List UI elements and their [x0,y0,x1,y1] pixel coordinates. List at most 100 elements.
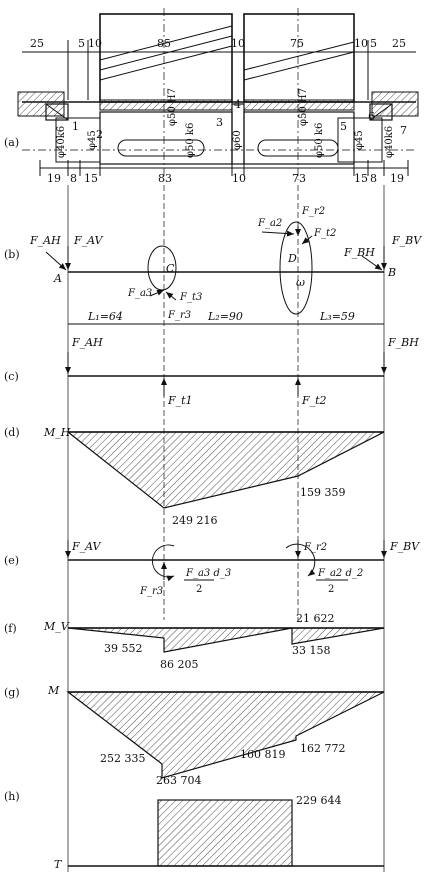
force-diagram [45,221,387,325]
force-FAV-e: F_AV [71,540,102,553]
force-FBH: F_BH [343,246,375,259]
part-2: 2 [96,128,103,141]
dim-top-2: 5 [78,37,85,50]
force-FBV-e: F_BV [389,540,420,553]
dim-top-1: 25 [30,37,44,50]
dia-6: φ50 k6 [314,123,325,158]
div-1: 2 [196,584,202,595]
force-Fr2: F_r2 [301,206,325,217]
dia-8: φ45 [354,130,365,150]
part-4: 4 [234,98,241,111]
length-L2: L₂=90 [207,310,243,323]
panel-label-g: (g) [4,686,20,699]
label-M: M [47,684,60,697]
panel-label-c: (c) [4,370,19,383]
MH-labels: (d) M_H 249 216 159 359 [4,426,346,527]
dia-5: φ60 [232,130,243,150]
vertical-forces [65,540,387,582]
length-L3: L₃=59 [319,310,355,323]
horizontal-forces-labels: (c) F_AH F_BH F_t1 F_t2 [4,336,419,407]
value-MV-D-bottom: 33 158 [292,644,331,657]
length-L1: L₁=64 [87,310,123,323]
force-Fr2-e: F_r2 [303,542,327,553]
dia-2: φ45 [87,130,98,150]
dim-top-8: 5 [370,37,377,50]
dia-3: φ50 k6 [185,123,196,158]
label-MH: M_H [43,426,71,439]
dim-bottom-2: 8 [70,172,77,185]
point-D: D [287,252,297,265]
point-A: A [53,272,62,285]
M-diagram [66,691,385,779]
value-M-C-right: 263 704 [156,774,202,787]
dim-top-9: 25 [392,37,406,50]
part-6: 6 [368,110,375,123]
force-FAH-c: F_AH [71,336,103,349]
panel-label-d: (d) [4,426,20,439]
M-labels: (g) M 252 335 263 704 160 819 162 772 [4,684,346,787]
MV-diagram [67,627,385,653]
force-Fr3-e: F_r3 [139,586,163,597]
torque-Fa2d2: F_a2 d_2 [317,568,363,579]
value-MH-D: 159 359 [300,486,346,499]
value-MV-C-left: 39 552 [104,642,143,655]
force-Fa2: F_a2 [257,218,282,229]
label-MV: M_V [43,620,70,633]
vertical-forces-labels: (e) F_AV F_BV F_r3 F_r2 F_a3 d_3 2 F_a2 … [4,540,420,597]
dim-top-4: 85 [157,37,171,50]
force-Fr3: F_r3 [167,310,191,321]
MV-labels: (f) M_V 39 552 86 205 21 622 33 158 [4,612,335,671]
dim-top-6: 75 [290,37,304,50]
panel-label-e: (e) [4,554,19,567]
assembly-drawing [17,8,419,180]
torque-diagram [68,799,384,867]
panel-label-a: (a) [4,136,19,149]
dia-9: φ40k6 [384,126,395,158]
dim-bottom-9: 19 [390,172,404,185]
value-MV-C-right: 86 205 [160,658,199,671]
value-MV-D-top: 21 622 [296,612,335,625]
point-B: B [387,266,396,279]
force-FAV: F_AV [73,234,104,247]
label-T: T [54,858,63,871]
div-2: 2 [328,584,334,595]
point-C: C [166,262,175,275]
force-Ft2: F_t2 [313,228,336,239]
force-Ft3: F_t3 [179,292,202,303]
part-7: 7 [400,124,407,137]
panel-label-h: (h) [4,790,20,803]
value-M-C-left: 252 335 [100,752,146,765]
guide-lines [67,185,385,872]
dim-bottom-1: 19 [47,172,61,185]
value-T: 229 644 [296,794,342,807]
horizontal-forces [65,352,387,396]
part-1: 1 [72,120,79,133]
dim-top-3: 10 [88,37,102,50]
force-diagram-labels: (b) F_AH F_AV A C D B ω F_a3 F_t3 F_r3 F… [4,206,422,323]
torque-Fa3d3: F_a3 d_3 [185,568,231,579]
part-3: 3 [216,116,223,129]
dim-bottom-5: 10 [232,172,246,185]
dim-bottom-6: 73 [292,172,306,185]
assembly-labels: (a) 25 5 10 85 10 75 10 5 25 19 8 15 83 … [4,37,407,185]
dim-bottom-3: 15 [84,172,98,185]
dim-bottom-7: 15 [354,172,368,185]
value-M-D-left: 160 819 [240,748,286,761]
value-MH-C: 249 216 [172,514,218,527]
dia-1: φ40k6 [56,126,67,158]
force-Ft2-c: F_t2 [301,394,327,407]
dim-bottom-4: 83 [158,172,172,185]
MH-diagram [66,431,385,509]
dim-top-7: 10 [354,37,368,50]
panel-label-b: (b) [4,248,20,261]
force-FAH: F_AH [29,234,61,247]
torque-labels: (h) T 229 644 [4,790,342,871]
force-Fa3: F_a3 [127,288,152,299]
force-Ft1: F_t1 [167,394,193,407]
omega-label: ω [296,276,305,289]
panel-label-f: (f) [4,622,17,635]
dia-7: φ50 H7 [298,88,309,126]
force-FBH-c: F_BH [387,336,419,349]
